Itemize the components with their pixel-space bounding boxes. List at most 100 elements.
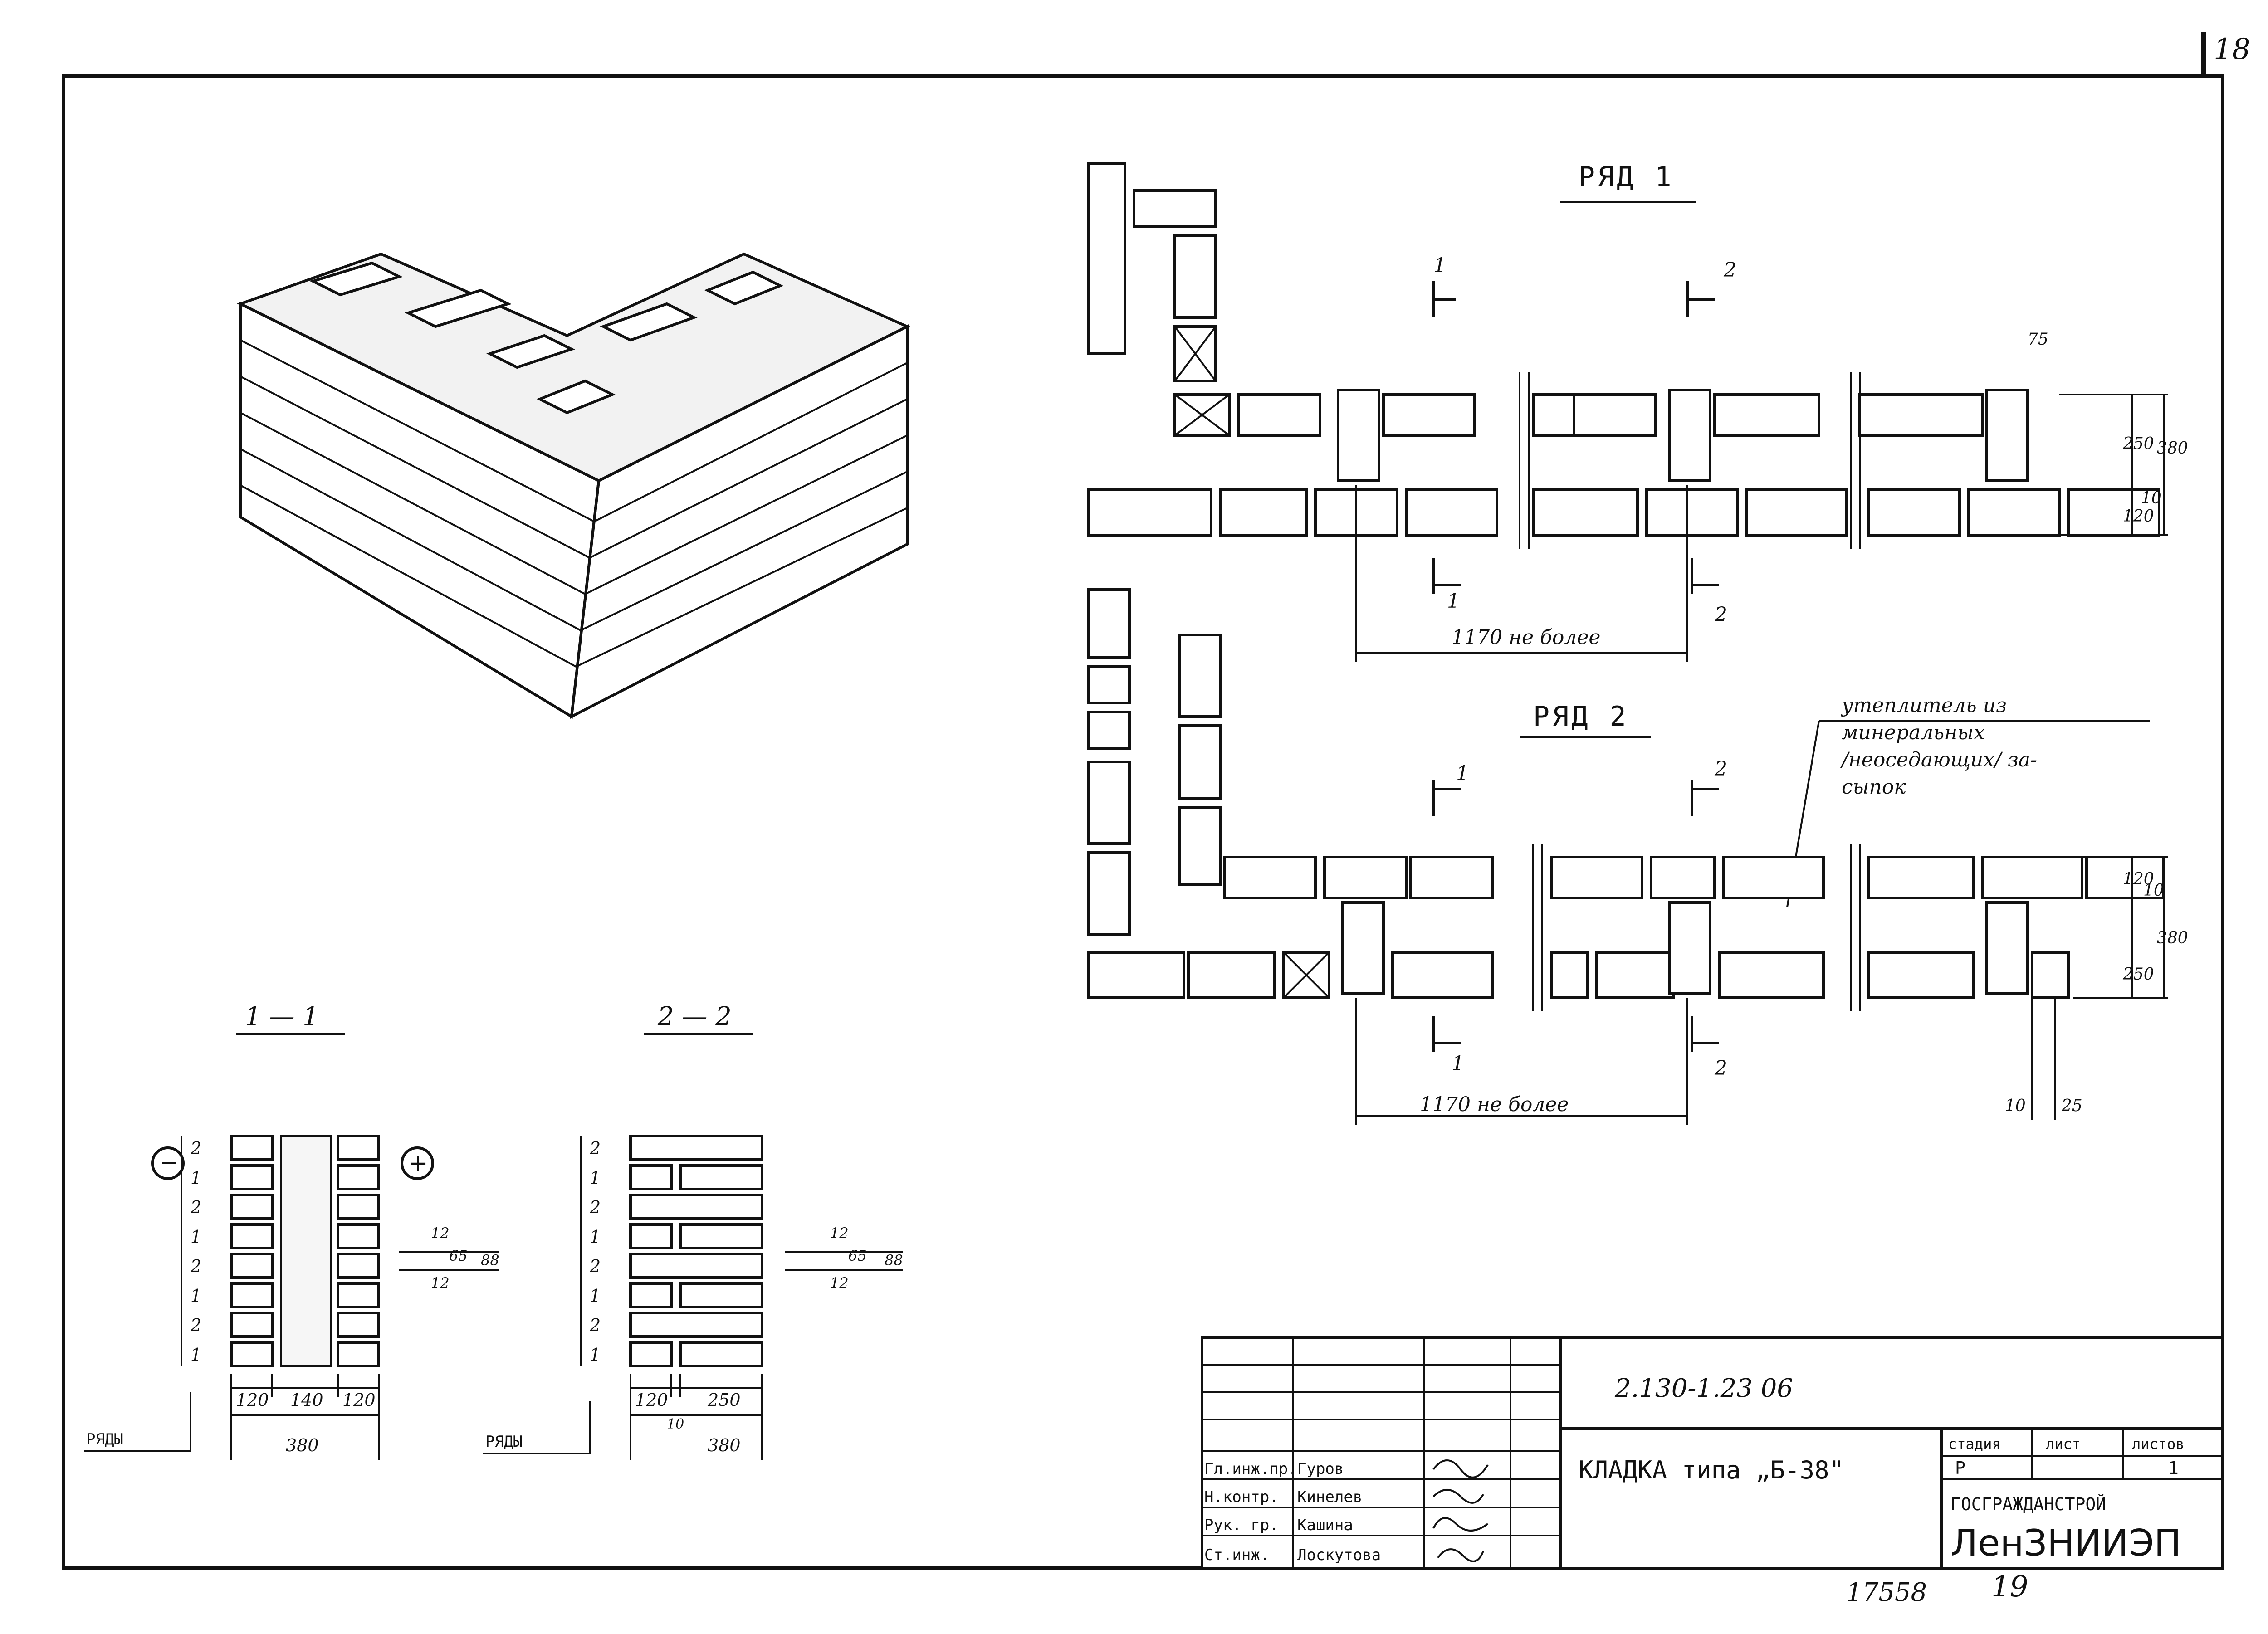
svg-text:2: 2 (589, 1197, 601, 1217)
svg-text:10: 10 (2141, 489, 2162, 507)
svg-text:2: 2 (589, 1256, 601, 1276)
row2-ties (1341, 901, 2029, 995)
section-2-2-vert-dims: 12 65 12 88 (785, 1224, 903, 1292)
iso-right-face (570, 324, 909, 719)
iso-top-bricks (309, 261, 784, 415)
row1-inner-course (1173, 393, 1984, 437)
svg-text:2: 2 (190, 1197, 201, 1217)
svg-text:+: + (408, 1150, 428, 1177)
svg-text:1: 1 (1452, 1052, 1464, 1075)
svg-text:75: 75 (2028, 330, 2048, 349)
title-block: 2.130-1.23 06 КЛАДКА типа „Б-38" стадия … (1201, 1336, 2224, 1570)
row1-break-lines (1519, 372, 1861, 549)
row2-vertical-wall (1087, 588, 1222, 936)
svg-text:380: 380 (286, 1435, 319, 1455)
svg-text:Лоскутова: Лоскутова (1297, 1546, 1381, 1564)
insulation-note: утеплитель из минеральных /неоседающих/ … (1786, 694, 2150, 907)
stage-value: Р (1955, 1458, 1965, 1478)
svg-text:12: 12 (830, 1274, 849, 1292)
plan-row-1: РЯД 1 (1087, 161, 2188, 662)
page-number: 18 (2214, 33, 2250, 66)
svg-text:2: 2 (190, 1138, 201, 1158)
svg-text:Гуров: Гуров (1297, 1460, 1344, 1478)
svg-text:минеральных: минеральных (1842, 721, 1985, 744)
svg-text:1: 1 (191, 1168, 201, 1188)
section-2-2-rows-label: РЯДЫ (483, 1401, 591, 1454)
svg-text:140: 140 (290, 1390, 323, 1410)
svg-text:12: 12 (431, 1274, 450, 1292)
svg-text:2: 2 (1723, 259, 1736, 282)
svg-text:120: 120 (342, 1390, 376, 1410)
svg-text:12: 12 (431, 1224, 450, 1242)
section-1-1-rows-label: РЯДЫ (84, 1392, 191, 1452)
row2-inner-course (1223, 856, 2165, 899)
svg-text:1: 1 (191, 1227, 201, 1247)
section-1-1-title: 1 — 1 (245, 1002, 319, 1031)
svg-text:2: 2 (1714, 1057, 1727, 1080)
page-footer: 19 (1991, 1570, 2028, 1604)
svg-text:утеплитель из: утеплитель из (1841, 694, 2007, 717)
plan-row-2: РЯД 2 утеплитель из минеральных /неоседа… (1087, 588, 2188, 1125)
organization-line1: ГОСГРАЖДАНСТРОЙ (1950, 1494, 2106, 1514)
row2-side-dims: 120 10 250 380 10 25 (2005, 856, 2188, 1120)
row1-side-dims: 75 250 120 10 380 (2028, 330, 2188, 536)
svg-text:2: 2 (589, 1315, 601, 1335)
row2-spacing-note: 1170 не более (1420, 1093, 1569, 1116)
svg-text:65: 65 (449, 1247, 468, 1264)
document-code: 2.130-1.23 06 (1614, 1374, 1793, 1403)
organization-line2: ЛенЗНИИЭП (1950, 1522, 2181, 1564)
svg-text:Кинелев: Кинелев (1297, 1488, 1362, 1506)
row2-section-mark-1-bottom: 1 (1432, 1016, 1464, 1075)
row1-label: РЯД 1 (1579, 161, 1674, 193)
plus-marker (401, 1146, 434, 1180)
inventory-number: 17558 (1846, 1578, 1927, 1607)
svg-text:1: 1 (1447, 590, 1460, 613)
row1-ties (1337, 389, 2029, 482)
svg-text:1: 1 (191, 1286, 201, 1306)
svg-text:10: 10 (2143, 881, 2164, 900)
signatures (1432, 1459, 1489, 1562)
svg-text:Гл.инж.пр.: Гл.инж.пр. (1204, 1460, 1297, 1478)
svg-text:РЯДЫ: РЯДЫ (485, 1433, 523, 1451)
svg-text:2: 2 (589, 1138, 601, 1158)
svg-text:1: 1 (590, 1168, 601, 1188)
row2-outer-course (1087, 951, 2070, 999)
row1-spacing-dimension: 1170 не более (1355, 485, 1688, 662)
svg-text:РЯДЫ: РЯДЫ (86, 1430, 123, 1449)
section-1-1-left-bricks (230, 1135, 274, 1367)
row1-vertical-wall (1087, 162, 1217, 382)
section-2-2-width-dims: 120 250 10 380 (630, 1374, 763, 1460)
svg-text:1: 1 (590, 1345, 601, 1365)
svg-text:1: 1 (590, 1227, 601, 1247)
svg-text:1: 1 (590, 1286, 601, 1306)
svg-text:88: 88 (481, 1252, 499, 1269)
svg-text:380: 380 (2157, 439, 2188, 458)
svg-text:сыпок: сыпок (1842, 776, 1906, 799)
isometric-corner-view (237, 252, 911, 719)
sheets-header: листов (2132, 1435, 2185, 1453)
section-2-2-bricks (629, 1135, 763, 1367)
row1-section-mark-2-bottom: 2 (1691, 558, 1727, 626)
svg-text:120: 120 (2123, 507, 2154, 526)
svg-text:250: 250 (707, 1390, 741, 1410)
section-2-2-row-numbers: 2 1 2 1 2 1 2 1 (580, 1136, 601, 1366)
svg-text:1: 1 (191, 1345, 201, 1365)
svg-text:−: − (160, 1150, 178, 1176)
svg-text:120: 120 (635, 1390, 668, 1410)
drawing-title: КЛАДКА типа „Б-38" (1579, 1456, 1844, 1484)
row1-spacing-note: 1170 не более (1452, 626, 1600, 649)
svg-text:Рук. гр.: Рук. гр. (1204, 1516, 1279, 1534)
svg-text:120: 120 (2123, 870, 2154, 888)
svg-text:88: 88 (885, 1252, 903, 1269)
row2-spacing-dimension: 1170 не более (1355, 998, 1688, 1125)
iso-right-courses (576, 362, 908, 668)
section-1-1: 1 — 1 − + 2 1 (84, 1002, 499, 1460)
svg-text:380: 380 (708, 1435, 741, 1455)
row2-section-mark-2-top: 2 (1691, 757, 1727, 816)
svg-text:25: 25 (2061, 1097, 2082, 1115)
svg-text:/неоседающих/ за-: /неоседающих/ за- (1840, 748, 2037, 771)
iso-left-courses (240, 339, 595, 668)
row2-label: РЯД 2 (1533, 701, 1629, 732)
section-1-1-vert-dims: 12 65 12 88 (399, 1224, 499, 1292)
